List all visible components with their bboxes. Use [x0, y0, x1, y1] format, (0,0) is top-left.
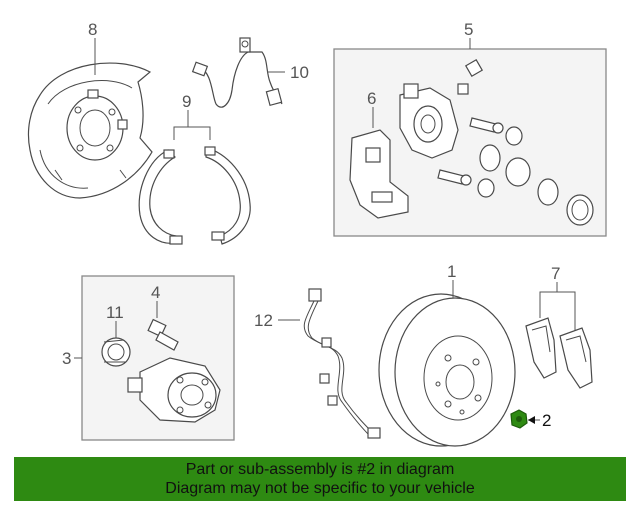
- part-9-brake-shoes[interactable]: [138, 146, 251, 245]
- bracket-7: [539, 291, 576, 330]
- callout-2: 2: [542, 411, 551, 430]
- part-7-brake-pads[interactable]: [525, 317, 593, 389]
- part-1-rotor[interactable]: [378, 293, 516, 447]
- part-2-highlighted[interactable]: [510, 409, 528, 429]
- info-banner: Part or sub-assembly is #2 in diagram Di…: [14, 457, 626, 501]
- banner-line-1: Part or sub-assembly is #2 in diagram: [185, 461, 455, 478]
- callout-11: 11: [106, 303, 124, 322]
- callout-6: 6: [367, 89, 376, 108]
- arrow-2: [528, 416, 535, 424]
- callout-10: 10: [290, 63, 309, 82]
- part-10-brake-hose[interactable]: [191, 37, 283, 108]
- banner-line-2: Diagram may not be specific to your vehi…: [165, 480, 475, 497]
- callout-7: 7: [551, 264, 560, 283]
- part-4-hub-bolt[interactable]: [147, 318, 179, 351]
- part-3-hub-assembly[interactable]: [127, 357, 221, 423]
- callout-1: 1: [447, 262, 456, 281]
- part-5-caliper-kit[interactable]: [349, 58, 594, 226]
- bracket-9: [173, 126, 211, 140]
- callout-3: 3: [62, 349, 71, 368]
- part-12-abs-sensor[interactable]: [303, 288, 381, 439]
- callout-5: 5: [464, 20, 473, 39]
- callout-8: 8: [88, 20, 97, 39]
- callout-4: 4: [151, 283, 160, 302]
- part-8-backing-plate[interactable]: [27, 62, 153, 199]
- callout-9: 9: [182, 92, 191, 111]
- part-11-bearing[interactable]: [101, 337, 131, 367]
- callout-12: 12: [254, 311, 273, 330]
